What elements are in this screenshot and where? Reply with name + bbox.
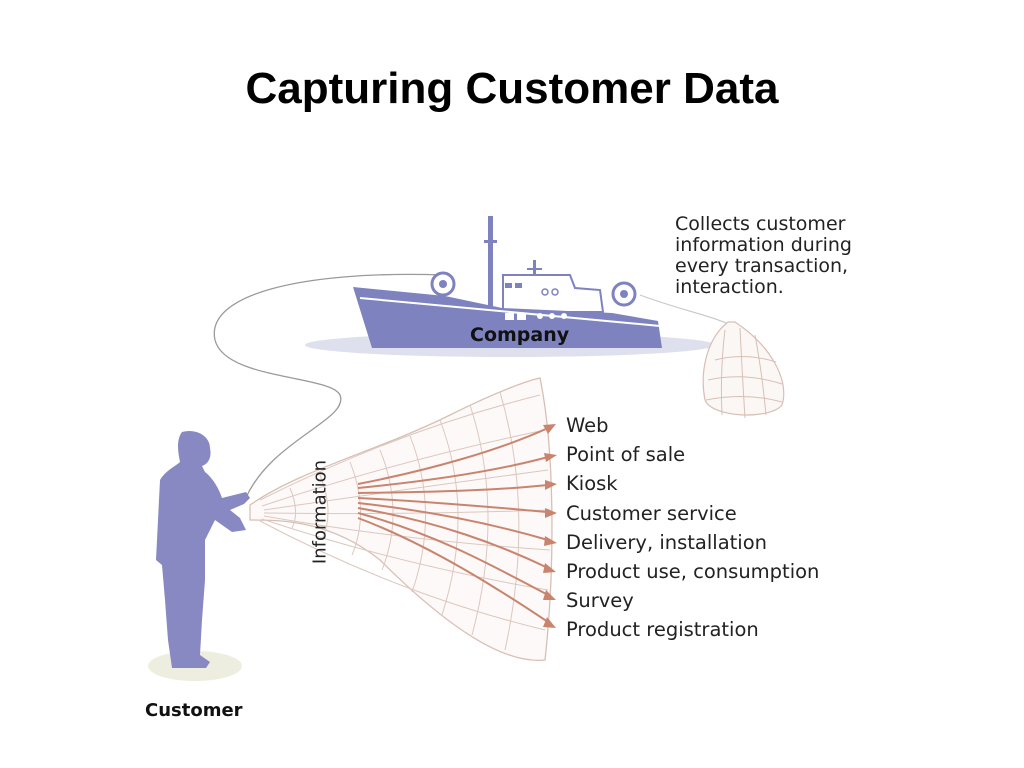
channel-web: Web xyxy=(566,414,609,437)
fishing-net xyxy=(249,377,553,661)
arrow-customer-service xyxy=(357,497,549,513)
trailing-net xyxy=(639,294,785,419)
arrow-heads xyxy=(543,424,557,628)
arrow-icon xyxy=(543,590,556,600)
arrow-survey xyxy=(357,512,549,596)
company-label: Company xyxy=(470,324,570,346)
channel-kiosk: Kiosk xyxy=(566,472,618,496)
arrow-point-of-sale xyxy=(357,456,549,489)
arrow-icon xyxy=(545,480,557,490)
arrow-icon xyxy=(544,453,557,462)
channel-customer-service: Customer service xyxy=(566,501,737,525)
ship-illustration xyxy=(353,216,662,348)
fishing-line xyxy=(213,273,446,501)
channel-product-registration: Product registration xyxy=(566,618,759,642)
arrow-web xyxy=(357,427,549,485)
information-label: Information xyxy=(309,459,331,565)
channel-point-of-sale: Point of sale xyxy=(566,443,686,467)
collects-note: Collects customer information during eve… xyxy=(675,213,852,298)
arrow-icon xyxy=(543,424,556,434)
arrow-icon xyxy=(543,617,556,628)
arrow-icon xyxy=(544,536,557,546)
arrow-product-registration xyxy=(357,517,549,623)
arrow-icon xyxy=(543,563,556,573)
channel-list: Web Point of sale Kiosk Customer service… xyxy=(566,411,819,645)
channel-arrows xyxy=(357,427,549,623)
channel-delivery-installation: Delivery, installation xyxy=(566,530,768,554)
page-title: Capturing Customer Data xyxy=(245,64,779,113)
channel-product-use: Product use, consumption xyxy=(566,559,820,583)
arrow-kiosk xyxy=(357,484,549,494)
arrow-icon xyxy=(545,508,557,518)
customer-silhouette xyxy=(148,430,250,681)
customer-label: Customer xyxy=(145,700,243,721)
arrow-delivery xyxy=(357,502,549,541)
arrow-product-use xyxy=(357,507,549,569)
channel-survey: Survey xyxy=(566,589,634,613)
